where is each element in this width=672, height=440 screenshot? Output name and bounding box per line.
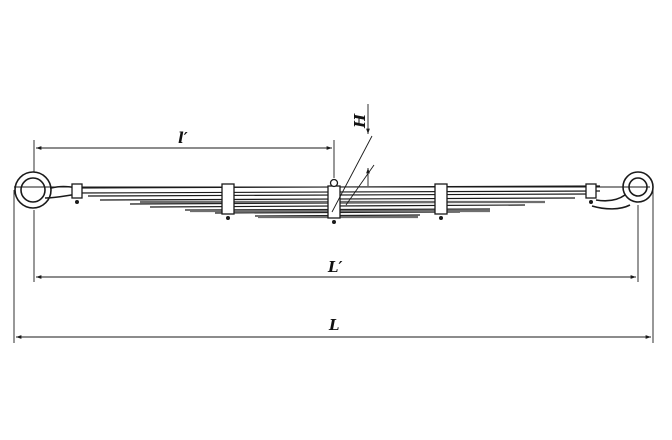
clamp-bolts: [75, 200, 593, 224]
left-eye: [14, 171, 79, 209]
center-bolt-head: [329, 178, 339, 188]
clamp-right-end: [585, 183, 597, 199]
dim-label-l-prime: l′: [178, 129, 188, 147]
dim-label-H: H: [351, 113, 369, 128]
dim-H-diagonal-2: [345, 164, 375, 206]
spring-clamps: [71, 178, 597, 219]
dim-H-diagonal: [331, 135, 373, 213]
clamp-left-end: [71, 183, 83, 199]
dim-label-L: L: [329, 316, 340, 334]
right-eye: [591, 171, 654, 210]
clamp-left: [221, 183, 235, 215]
clamp-center: [327, 185, 341, 219]
clamp-right: [434, 183, 448, 215]
dim-label-L-prime: L′: [328, 258, 343, 276]
